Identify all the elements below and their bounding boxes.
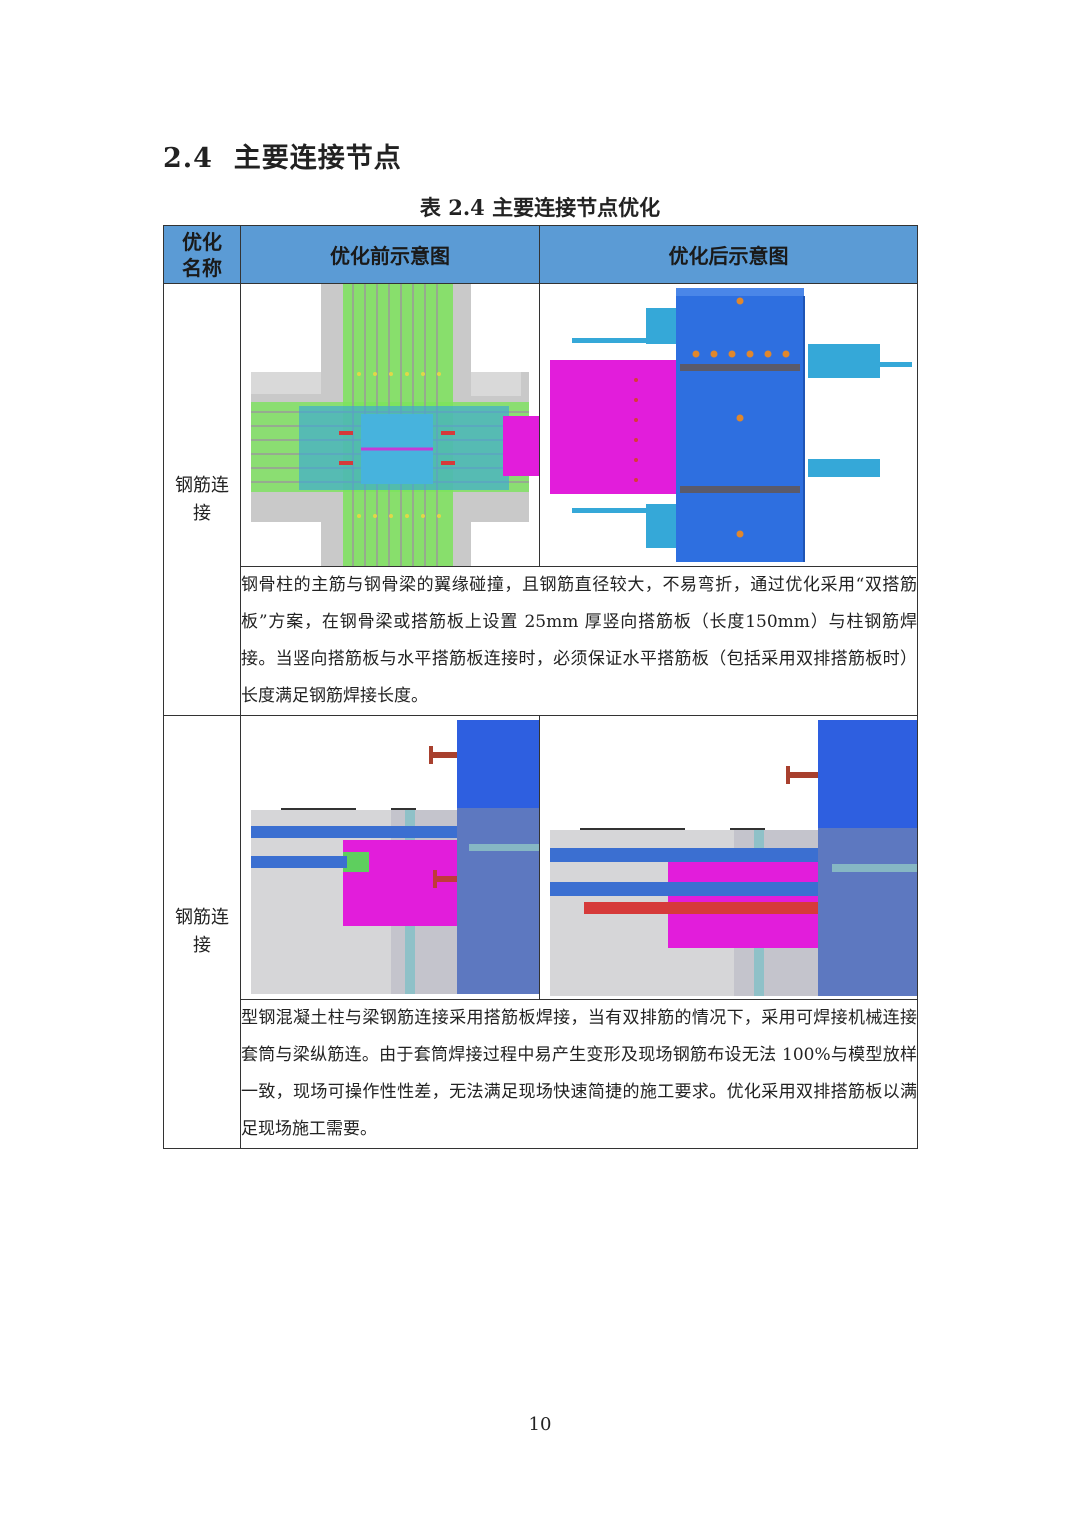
row-description: 型钢混凝土柱与梁钢筋连接采用搭筋板焊接，当有双排筋的情况下，采用可焊接机械连接套…	[240, 999, 918, 1149]
section-title: 2.4 主要连接节点	[163, 136, 402, 175]
table-row: 型钢混凝土柱与梁钢筋连接采用搭筋板焊接，当有双排筋的情况下，采用可焊接机械连接套…	[164, 999, 918, 1149]
row-description: 钢骨柱的主筋与钢骨梁的翼缘碰撞，且钢筋直径较大，不易弯折，通过优化采用“双搭筋板…	[240, 566, 918, 716]
section-heading: 主要连接节点	[233, 143, 402, 174]
header-before: 优化前示意图	[240, 225, 540, 284]
after-diagram-cell	[539, 715, 918, 1000]
table-header-row: 优化 名称 优化前示意图 优化后示意图	[163, 225, 918, 284]
table-caption: 表 2.4 主要连接节点优化	[419, 195, 661, 220]
header-name: 优化 名称	[163, 225, 241, 284]
header-name-line1: 优化	[182, 229, 222, 254]
after-diagram-2	[540, 716, 917, 999]
before-diagram-cell	[240, 283, 540, 567]
after-diagram-cell	[539, 283, 918, 567]
table-row: 钢骨柱的主筋与钢骨梁的翼缘碰撞，且钢筋直径较大，不易弯折，通过优化采用“双搭筋板…	[164, 566, 918, 716]
row-name: 钢筋连接	[163, 715, 241, 1149]
header-after: 优化后示意图	[539, 225, 918, 284]
table-row: 钢筋连接	[163, 715, 918, 1149]
row-name: 钢筋连接	[163, 283, 241, 716]
section-number: 2.4	[163, 143, 213, 174]
table-row: 钢筋连接	[163, 283, 918, 716]
page-number: 10	[528, 1414, 552, 1435]
header-name-line2: 名称	[182, 255, 222, 280]
node-optimization-table: 优化 名称 优化前示意图 优化后示意图 钢筋连接	[163, 225, 918, 1149]
after-diagram-1	[540, 284, 917, 566]
before-diagram-1	[241, 284, 539, 566]
before-diagram-cell	[240, 715, 540, 1000]
before-diagram-2	[241, 716, 539, 999]
